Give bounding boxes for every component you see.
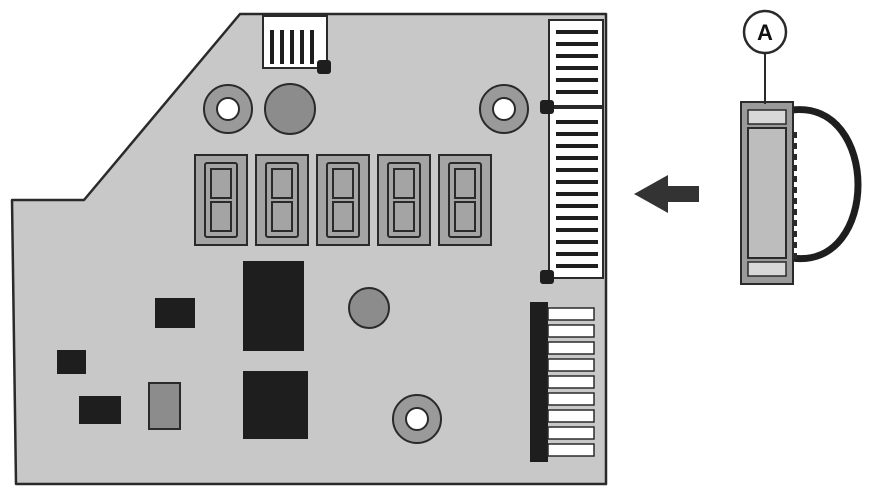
right-connector-lower [530, 302, 595, 462]
smd-component-3 [79, 396, 121, 424]
buzzer-component [264, 83, 316, 135]
plug-connector [740, 101, 862, 285]
display-digit: 0 [377, 154, 431, 246]
gray-resistor [148, 382, 181, 430]
mounting-hole-bottom [392, 394, 442, 444]
ic-chip-large-lower [243, 371, 308, 439]
right-connector-upper [540, 19, 604, 284]
display-digit: 0 [316, 154, 370, 246]
seven-segment-display: 00000 [194, 154, 492, 246]
callout-label: A [757, 20, 773, 45]
mounting-hole-top-left [203, 84, 253, 134]
display-digit: 0 [255, 154, 309, 246]
display-digit: 0 [438, 154, 492, 246]
top-pin-header [262, 15, 331, 74]
callout-a: A [742, 9, 788, 104]
mounting-hole-top-right [479, 84, 529, 134]
round-component [348, 287, 390, 329]
smd-component-1 [155, 298, 195, 328]
arrow-left-icon [634, 175, 699, 213]
smd-component-2 [57, 350, 86, 374]
ic-chip-large-upper [243, 261, 304, 351]
circuit-board [10, 12, 608, 486]
display-digit: 0 [194, 154, 248, 246]
